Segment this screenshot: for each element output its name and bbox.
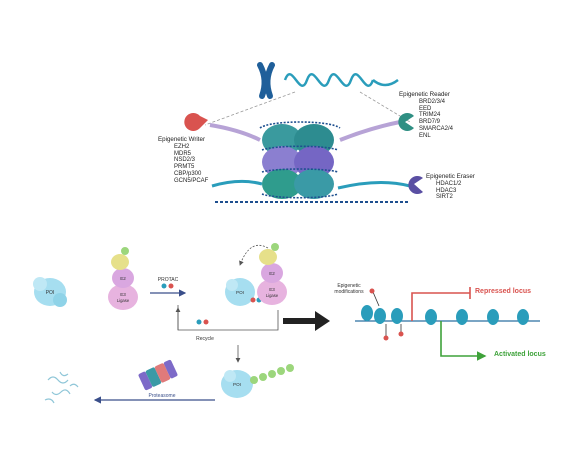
activated-path xyxy=(440,321,487,361)
e3-label-1: E3 xyxy=(120,292,126,297)
ubiquitinated-poi: POI xyxy=(221,364,294,398)
protac-step-arrow: PROTAC xyxy=(150,277,187,297)
writer-item: CBP/p300 xyxy=(174,170,202,177)
eraser-label-block: Epigenetic Eraser HDAC1/2 HDAC3 SIRT2 xyxy=(426,173,475,201)
writer-item: NSD2/3 xyxy=(174,157,196,164)
recycle-label: Recycle xyxy=(196,336,214,342)
reader-label-block: Epigenetic Reader BRD2/3/4 EED TRIM24 BR… xyxy=(399,91,454,139)
reader-title: Epigenetic Reader xyxy=(399,91,450,98)
degradation-arrow: Proteasome xyxy=(93,393,215,404)
e2-label-2: E2 xyxy=(269,271,275,276)
proteasome-icon xyxy=(138,359,178,391)
zoom-lines xyxy=(204,91,411,126)
repressed-path xyxy=(411,287,471,321)
eraser-item: SIRT2 xyxy=(436,194,453,201)
reader-item: BRD7/9 xyxy=(419,119,441,126)
ligase-label-1: Ligase xyxy=(117,298,130,303)
eraser-title: Epigenetic Eraser xyxy=(426,173,475,180)
epigenetic-mod-pins xyxy=(369,288,404,341)
epigenetic-mods-label: Epigenetic modifications xyxy=(334,283,364,295)
reader-item: EED xyxy=(419,105,432,112)
e3-complex-left: E2 E3 Ligase xyxy=(108,247,138,310)
reader-icon xyxy=(398,112,414,131)
writer-title: Epigenetic Writer xyxy=(158,136,205,143)
recycle-loop: Recycle xyxy=(175,305,279,342)
poi-protein-left: POI xyxy=(33,277,67,307)
writer-label-block: Epigenetic Writer EZH2 MDR5 NSD2/3 PRMT5… xyxy=(158,136,209,184)
reader-item: ENL xyxy=(419,132,431,139)
writer-item: GCN5/PCAF xyxy=(174,177,209,184)
eraser-item: HDAC1/2 xyxy=(436,180,462,187)
transition-arrow xyxy=(283,311,330,331)
e2-label-1: E2 xyxy=(120,276,126,281)
ligase-label-2: Ligase xyxy=(266,293,279,298)
writer-item: PRMT5 xyxy=(174,164,195,171)
peptide-fragments-icon xyxy=(44,371,79,404)
writer-icon xyxy=(184,113,208,131)
protac-label: PROTAC xyxy=(158,277,179,283)
reader-item: SMARCA2/4 xyxy=(419,125,454,132)
poi-label-1: POI xyxy=(46,290,55,296)
proteasome-label: Proteasome xyxy=(149,393,176,399)
writer-item: EZH2 xyxy=(174,143,190,150)
eraser-item: HDAC3 xyxy=(436,187,457,194)
activated-locus-label: Activated locus xyxy=(494,351,546,358)
chromatin-locus xyxy=(355,305,540,325)
poi-label-3: POI xyxy=(233,382,241,387)
dna-coil-icon xyxy=(283,72,399,88)
poi-label-2: POI xyxy=(236,290,244,295)
chromosome-icon xyxy=(257,62,275,99)
nucleosome-cluster xyxy=(209,120,411,203)
eraser-icon xyxy=(408,176,423,194)
ternary-complex: POI E3 Ligase E2 xyxy=(225,243,287,306)
reader-item: BRD2/3/4 xyxy=(419,98,446,105)
writer-item: MDR5 xyxy=(174,150,192,157)
e3-label-2: E3 xyxy=(269,287,275,292)
repressed-locus-label: Repressed locus xyxy=(475,288,532,295)
reader-item: TRIM24 xyxy=(419,112,441,119)
